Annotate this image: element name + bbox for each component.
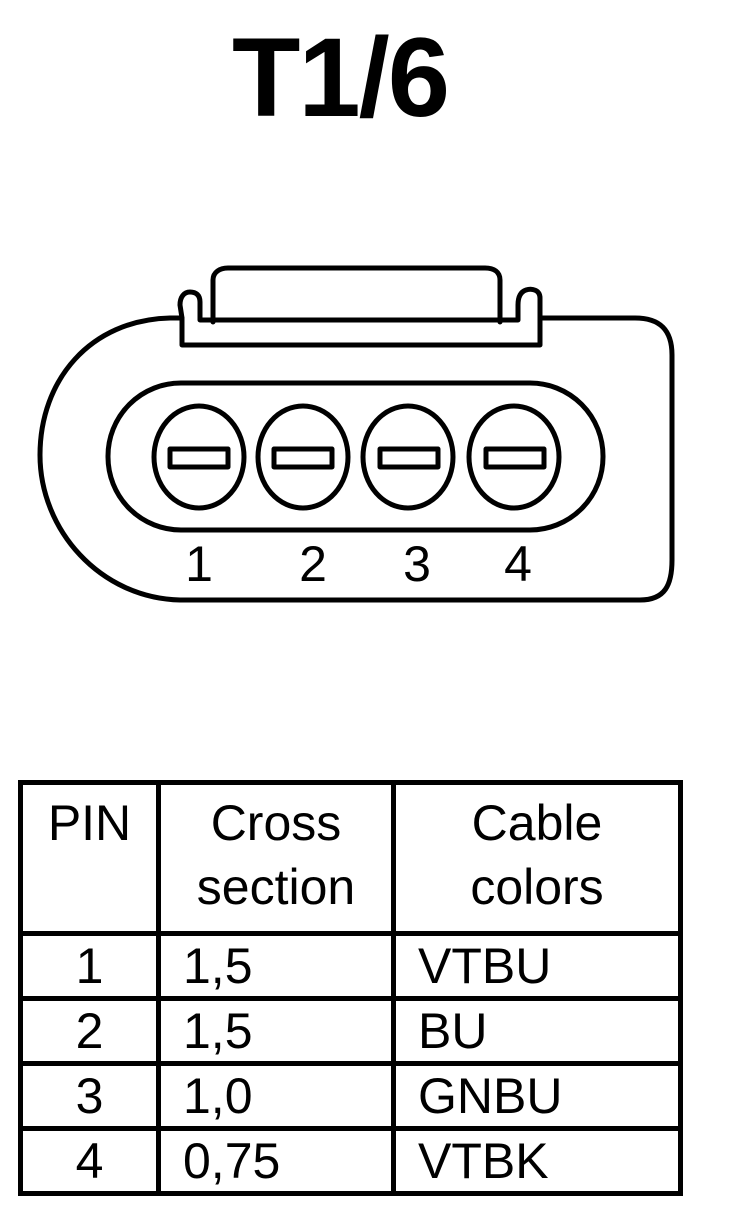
row-cable-color: VTBU [391, 931, 683, 1001]
header-cable-line1: Cable [471, 795, 603, 851]
header-cable-colors: Cable colors [391, 780, 683, 936]
row-pin: 3 [18, 1061, 161, 1131]
pin-1 [151, 403, 247, 511]
row-cross-section: 1,5 [156, 931, 396, 1001]
connector-latch-top [210, 265, 503, 325]
pin-4 [466, 403, 562, 511]
table-header-row: PIN Cross section Cable colors [18, 780, 683, 936]
pin-chamber [105, 380, 606, 533]
row-pin: 1 [18, 931, 161, 1001]
table-row: 4 0,75 VTBK [18, 1126, 683, 1196]
row-cable-color: VTBK [391, 1126, 683, 1196]
pin-number-4: 4 [504, 536, 532, 592]
connector-housing [37, 315, 675, 603]
table-row: 1 1,5 VTBU [18, 931, 683, 1001]
row-pin: 4 [18, 1126, 161, 1196]
pin-number-3: 3 [403, 536, 431, 592]
header-cross-line2: section [196, 859, 356, 915]
table-row: 2 1,5 BU [18, 996, 683, 1066]
pin-2 [255, 403, 351, 511]
row-pin: 2 [18, 996, 161, 1066]
connector-title: T1/6 [231, 15, 450, 140]
row-cross-section: 0,75 [156, 1126, 396, 1196]
connector-latch [177, 286, 543, 348]
header-pin-label: PIN [47, 795, 132, 851]
header-cross-section: Cross section [156, 780, 396, 936]
connector-drawing: 1 2 3 4 [37, 265, 675, 603]
pin-number-2: 2 [299, 536, 327, 592]
table-row: 3 1,0 GNBU [18, 1061, 683, 1131]
header-cross-line1: Cross [210, 795, 342, 851]
row-cable-color: BU [391, 996, 683, 1066]
row-cable-color: GNBU [391, 1061, 683, 1131]
header-cable-line2: colors [470, 859, 604, 915]
pin-number-1: 1 [185, 536, 213, 592]
row-cross-section: 1,0 [156, 1061, 396, 1131]
pin-table: PIN Cross section Cable colors 1 1,5 VTB… [18, 780, 683, 1196]
row-cross-section: 1,5 [156, 996, 396, 1066]
pin-3 [360, 403, 456, 511]
header-pin: PIN [18, 780, 161, 936]
